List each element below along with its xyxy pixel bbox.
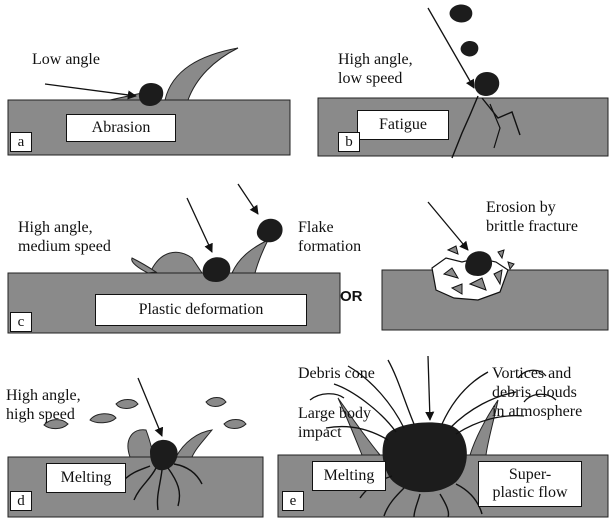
label-high-angle-medium-speed: High angle, medium speed xyxy=(18,219,111,255)
lip-left xyxy=(149,251,203,274)
box-plastic-deformation: Plastic deformation xyxy=(95,294,307,326)
arrow-c2 xyxy=(237,183,259,215)
label-vortices-debris-clouds: Vortices and debris clouds in atmosphere xyxy=(492,365,583,420)
crack-b1 xyxy=(451,95,479,159)
chip-curl xyxy=(164,47,239,101)
tag-a: a xyxy=(10,132,32,152)
box-melting-e: Melting xyxy=(312,461,386,491)
debris-lines-e xyxy=(309,359,557,441)
box-abrasion: Abrasion xyxy=(66,114,176,142)
crack-b2 xyxy=(481,97,521,136)
box-superplastic-flow: Super- plastic flow xyxy=(478,461,582,507)
label-low-angle: Low angle xyxy=(32,51,100,68)
particle-c xyxy=(202,257,231,282)
label-debris-cone: Debris cone xyxy=(298,365,375,382)
panel-a xyxy=(7,47,291,156)
flake-b2 xyxy=(460,40,479,57)
particle-brittle xyxy=(465,251,493,276)
label-flake-formation: Flake formation xyxy=(298,219,362,255)
tag-c: c xyxy=(10,312,32,332)
melt-roots-d xyxy=(123,463,203,511)
crack-b3 xyxy=(489,103,501,149)
tag-e: e xyxy=(282,491,304,511)
box-melting-d: Melting xyxy=(46,463,126,493)
arrow-brittle xyxy=(427,201,469,251)
or-label: OR xyxy=(340,288,363,305)
arrow-e xyxy=(425,355,435,421)
particle-e xyxy=(382,422,467,493)
lip-right xyxy=(231,238,270,274)
particle-a xyxy=(138,83,164,106)
arrow-d xyxy=(137,377,164,437)
label-high-angle-low-speed: High angle, low speed xyxy=(338,51,413,87)
particle-d xyxy=(150,439,178,471)
flake-b1 xyxy=(449,4,473,23)
label-erosion-brittle-fracture: Erosion by brittle fracture xyxy=(486,199,578,235)
panel-b xyxy=(317,4,609,159)
panel-brittle xyxy=(381,201,609,331)
arrow-c1 xyxy=(186,197,213,253)
particle-b xyxy=(474,72,500,96)
arrow-b xyxy=(427,7,475,89)
tag-d: d xyxy=(10,491,32,511)
box-fatigue: Fatigue xyxy=(357,110,449,140)
tag-b: b xyxy=(338,132,360,152)
label-large-body-impact: Large body impact xyxy=(298,405,372,441)
flake-c xyxy=(256,218,283,243)
arrow-a xyxy=(44,83,137,100)
label-high-angle-high-speed: High angle, high speed xyxy=(6,387,81,423)
